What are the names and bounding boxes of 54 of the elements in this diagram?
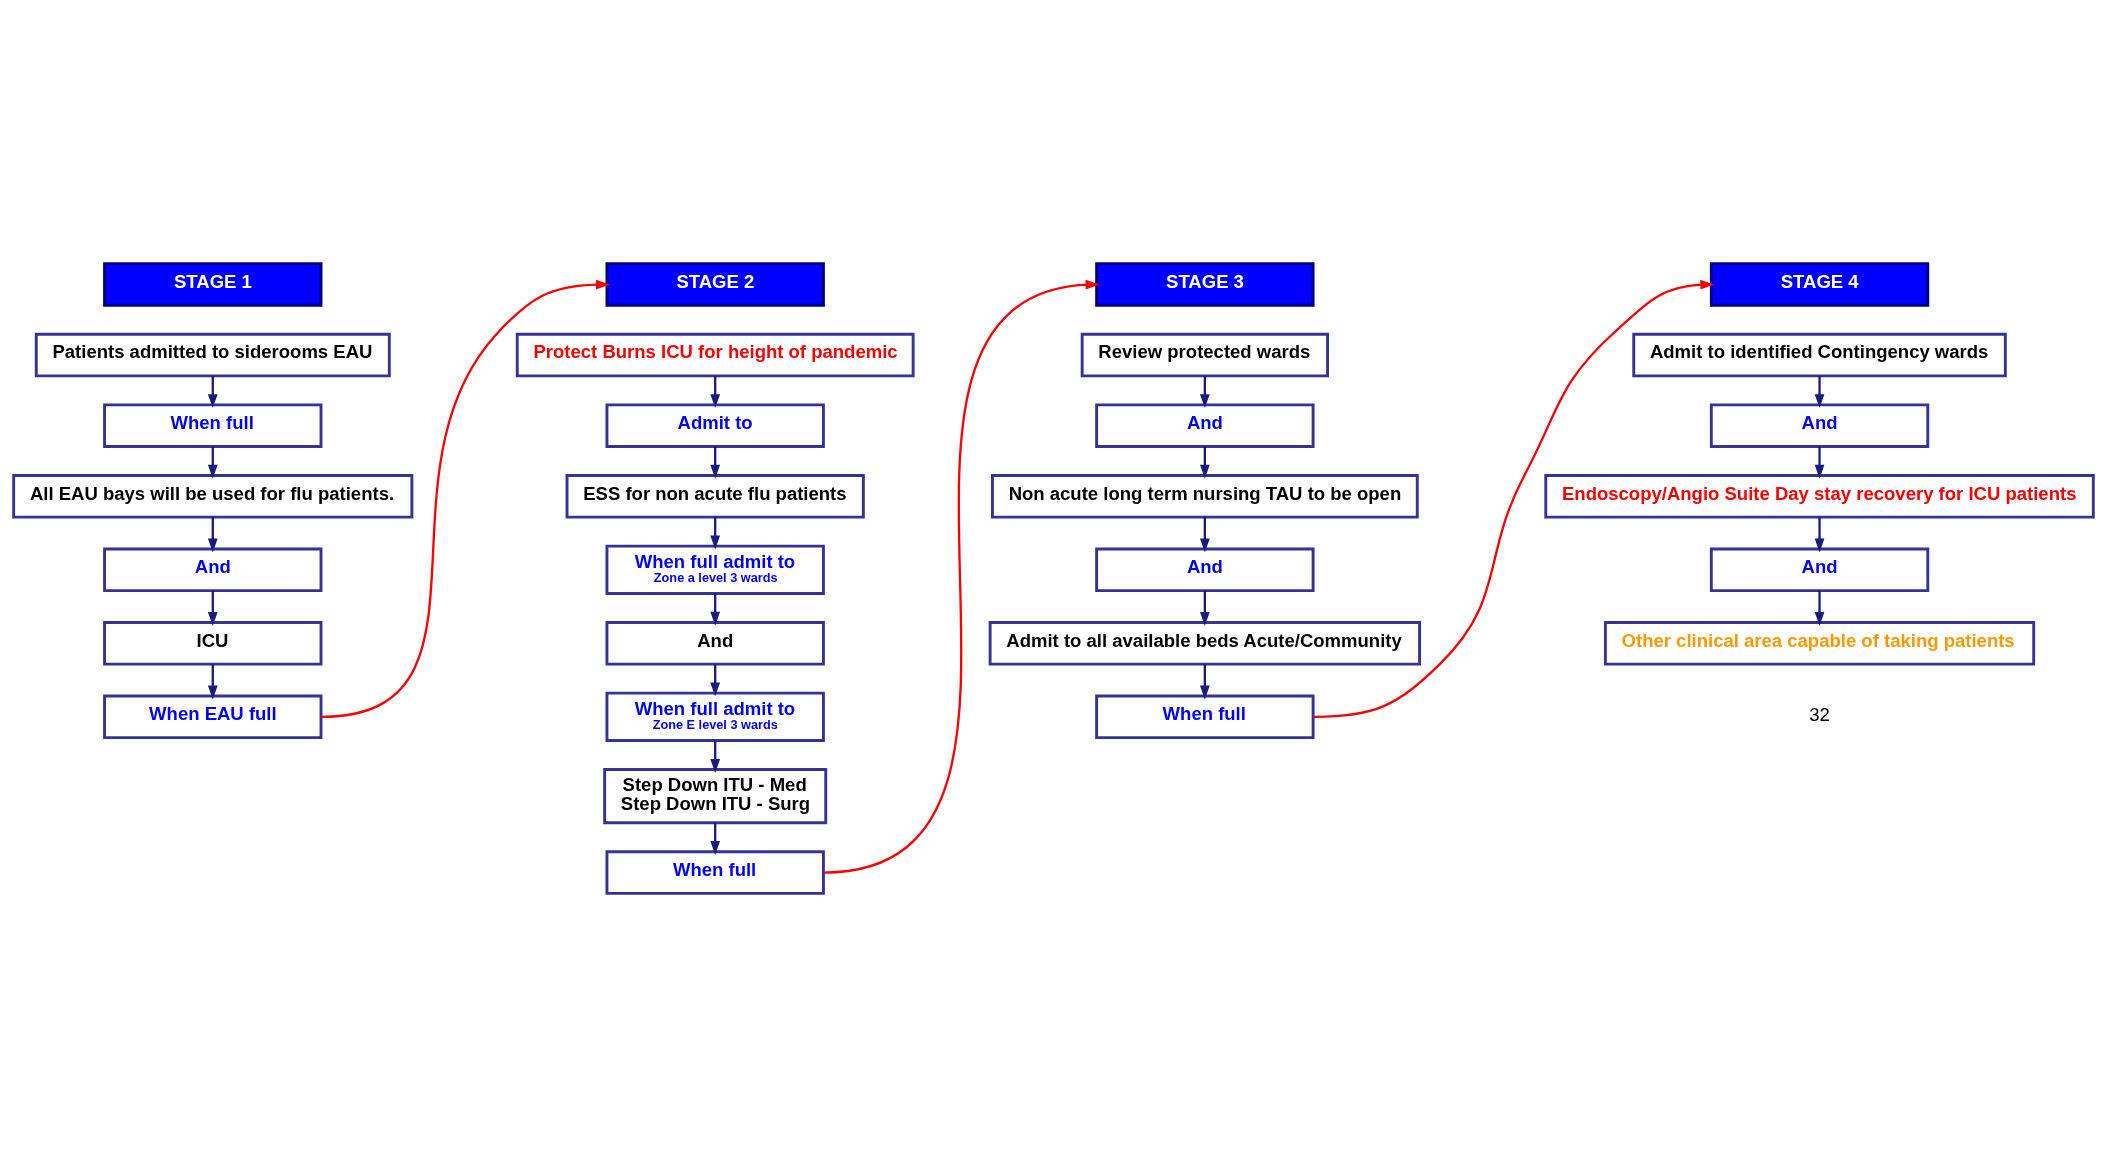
node-box: Other clinical area capable of taking patients	[1603, 620, 2036, 666]
node-box: When full admit to Zone E level 3 wards	[605, 691, 825, 742]
node-box: Review protected wards	[1080, 332, 1329, 377]
node-box: Admit to	[605, 402, 825, 448]
arrow	[1200, 516, 1210, 552]
node-box: And	[103, 547, 323, 592]
arrow	[710, 822, 721, 855]
node-box: Protect Burns ICU for height of pandemic	[515, 332, 915, 377]
node-box: Patients admitted to siderooms EAU	[34, 332, 391, 377]
arrow	[1200, 663, 1210, 699]
node-box: And	[1709, 402, 1930, 448]
node-box: ICU	[103, 620, 323, 666]
node-box: Step Down ITU - Med Step Down ITU - Surg	[603, 767, 828, 824]
arrow	[1313, 279, 1715, 718]
node-box: ESS for non acute flu patients	[565, 473, 865, 519]
node-box: STAGE 3	[1095, 261, 1315, 307]
arrow	[710, 663, 721, 696]
arrow	[823, 279, 1100, 874]
arrow	[321, 279, 610, 718]
label: 32	[1809, 703, 1830, 725]
arrow	[710, 516, 721, 549]
arrow	[1814, 516, 1825, 552]
arrow	[207, 446, 218, 479]
arrow	[207, 663, 218, 699]
arrow	[710, 446, 721, 479]
node-box: And	[605, 620, 825, 666]
arrow	[1814, 590, 1825, 626]
node-box: When EAU full	[103, 694, 323, 739]
node-box: Non acute long term nursing TAU to be open	[991, 473, 1419, 519]
node-box: And	[1095, 402, 1315, 448]
node-box: When full	[605, 849, 825, 895]
arrow	[710, 740, 721, 773]
arrow	[710, 593, 721, 626]
arrow	[1200, 446, 1210, 479]
node-box: Admit to all available beds Acute/Community	[988, 620, 1422, 666]
node-box: Endoscopy/Angio Suite Day stay recovery for ICU patients	[1544, 473, 2095, 519]
node-box: And	[1095, 547, 1315, 592]
node-box: STAGE 1	[103, 261, 323, 307]
node-box: And	[1709, 547, 1930, 592]
node-box: Admit to identified Contingency wards	[1632, 332, 2007, 377]
arrow	[207, 590, 218, 626]
arrow	[1200, 590, 1210, 626]
node-box: When full	[103, 402, 323, 448]
arrow	[207, 375, 218, 408]
arrow	[710, 375, 721, 408]
node-box: When full	[1095, 694, 1315, 739]
arrow	[1200, 375, 1210, 408]
arrow	[1814, 375, 1825, 408]
node-box: STAGE 4	[1709, 261, 1930, 307]
arrow	[207, 516, 218, 552]
node-box: All EAU bays will be used for flu patients.	[12, 473, 414, 519]
node-box: STAGE 2	[605, 261, 825, 307]
node-box: When full admit to Zone a level 3 wards	[605, 544, 825, 595]
arrow	[1814, 446, 1825, 479]
